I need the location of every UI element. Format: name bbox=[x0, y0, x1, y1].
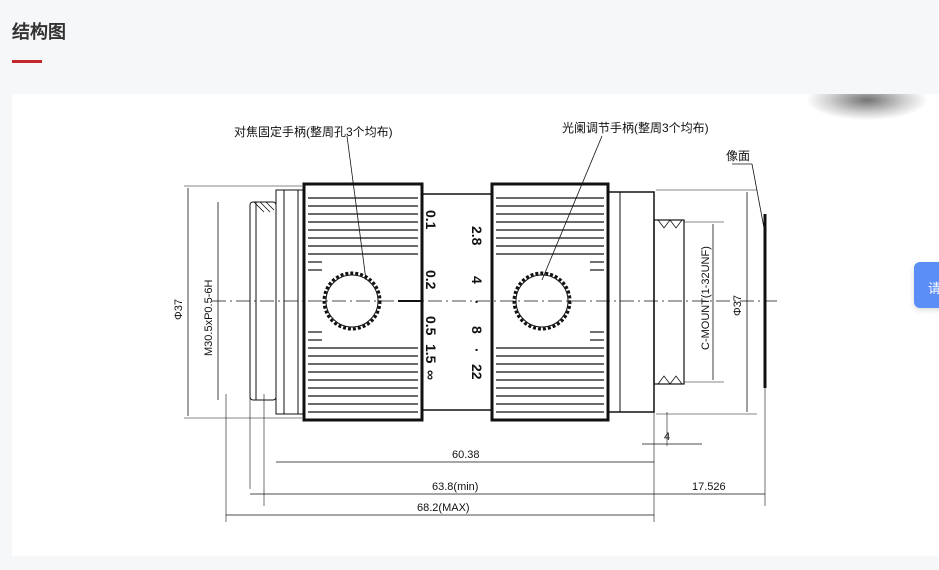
aperture-scale-2: · bbox=[469, 300, 485, 305]
lens-structure-drawing: 对焦固定手柄(整周孔3个均布) 光阑调节手柄(整周3个均布) 像面 Φ37 M3… bbox=[173, 120, 777, 522]
dim-63-label: 63.8(min) bbox=[432, 481, 478, 493]
aperture-ring-knurl bbox=[496, 197, 604, 413]
flange-dim-label: 4 bbox=[664, 431, 670, 443]
rear-diameter-label: Φ37 bbox=[732, 295, 744, 316]
aperture-scale-3: 8 bbox=[469, 326, 485, 334]
thread-spec-label: M30.5xP0.5-6H bbox=[203, 280, 215, 356]
focus-scale-0: 0.1 bbox=[423, 210, 439, 230]
dim-68-label: 68.2(MAX) bbox=[417, 502, 470, 514]
aperture-scale-1: 4 bbox=[469, 276, 485, 284]
floating-consult-tab[interactable]: 请 bbox=[914, 262, 939, 308]
focus-ring-knurl bbox=[308, 197, 418, 413]
dim-60-label: 60.38 bbox=[452, 449, 480, 461]
dim-back-focus-label: 17.526 bbox=[692, 481, 726, 493]
section-title: 结构图 bbox=[12, 22, 66, 42]
mount-spec-label: C-MOUNT(1-32UNF) bbox=[700, 246, 712, 350]
aperture-scale-4: · bbox=[469, 348, 485, 353]
floating-tab-label: 请 bbox=[928, 281, 939, 296]
focus-lock-callout: 对焦固定手柄(整周孔3个均布) bbox=[234, 124, 393, 139]
structure-drawing-panel: 对焦固定手柄(整周孔3个均布) 光阑调节手柄(整周3个均布) 像面 Φ37 M3… bbox=[12, 94, 939, 556]
front-diameter-label: Φ37 bbox=[173, 299, 185, 320]
focus-scale-4: ∞ bbox=[423, 370, 439, 380]
aperture-scale-5: 22 bbox=[469, 364, 485, 380]
image-plane-label: 像面 bbox=[726, 149, 750, 163]
title-accent-bar bbox=[12, 60, 42, 63]
aperture-lock-knob bbox=[512, 271, 572, 331]
focus-scale-2: 0.5 bbox=[423, 316, 439, 336]
focus-lock-knob bbox=[322, 271, 382, 331]
aperture-scale-0: 2.8 bbox=[469, 226, 485, 246]
focus-scale-3: 1.5 bbox=[423, 344, 439, 364]
focus-scale-1: 0.2 bbox=[423, 270, 439, 290]
aperture-lock-callout: 光阑调节手柄(整周3个均布) bbox=[562, 120, 709, 135]
